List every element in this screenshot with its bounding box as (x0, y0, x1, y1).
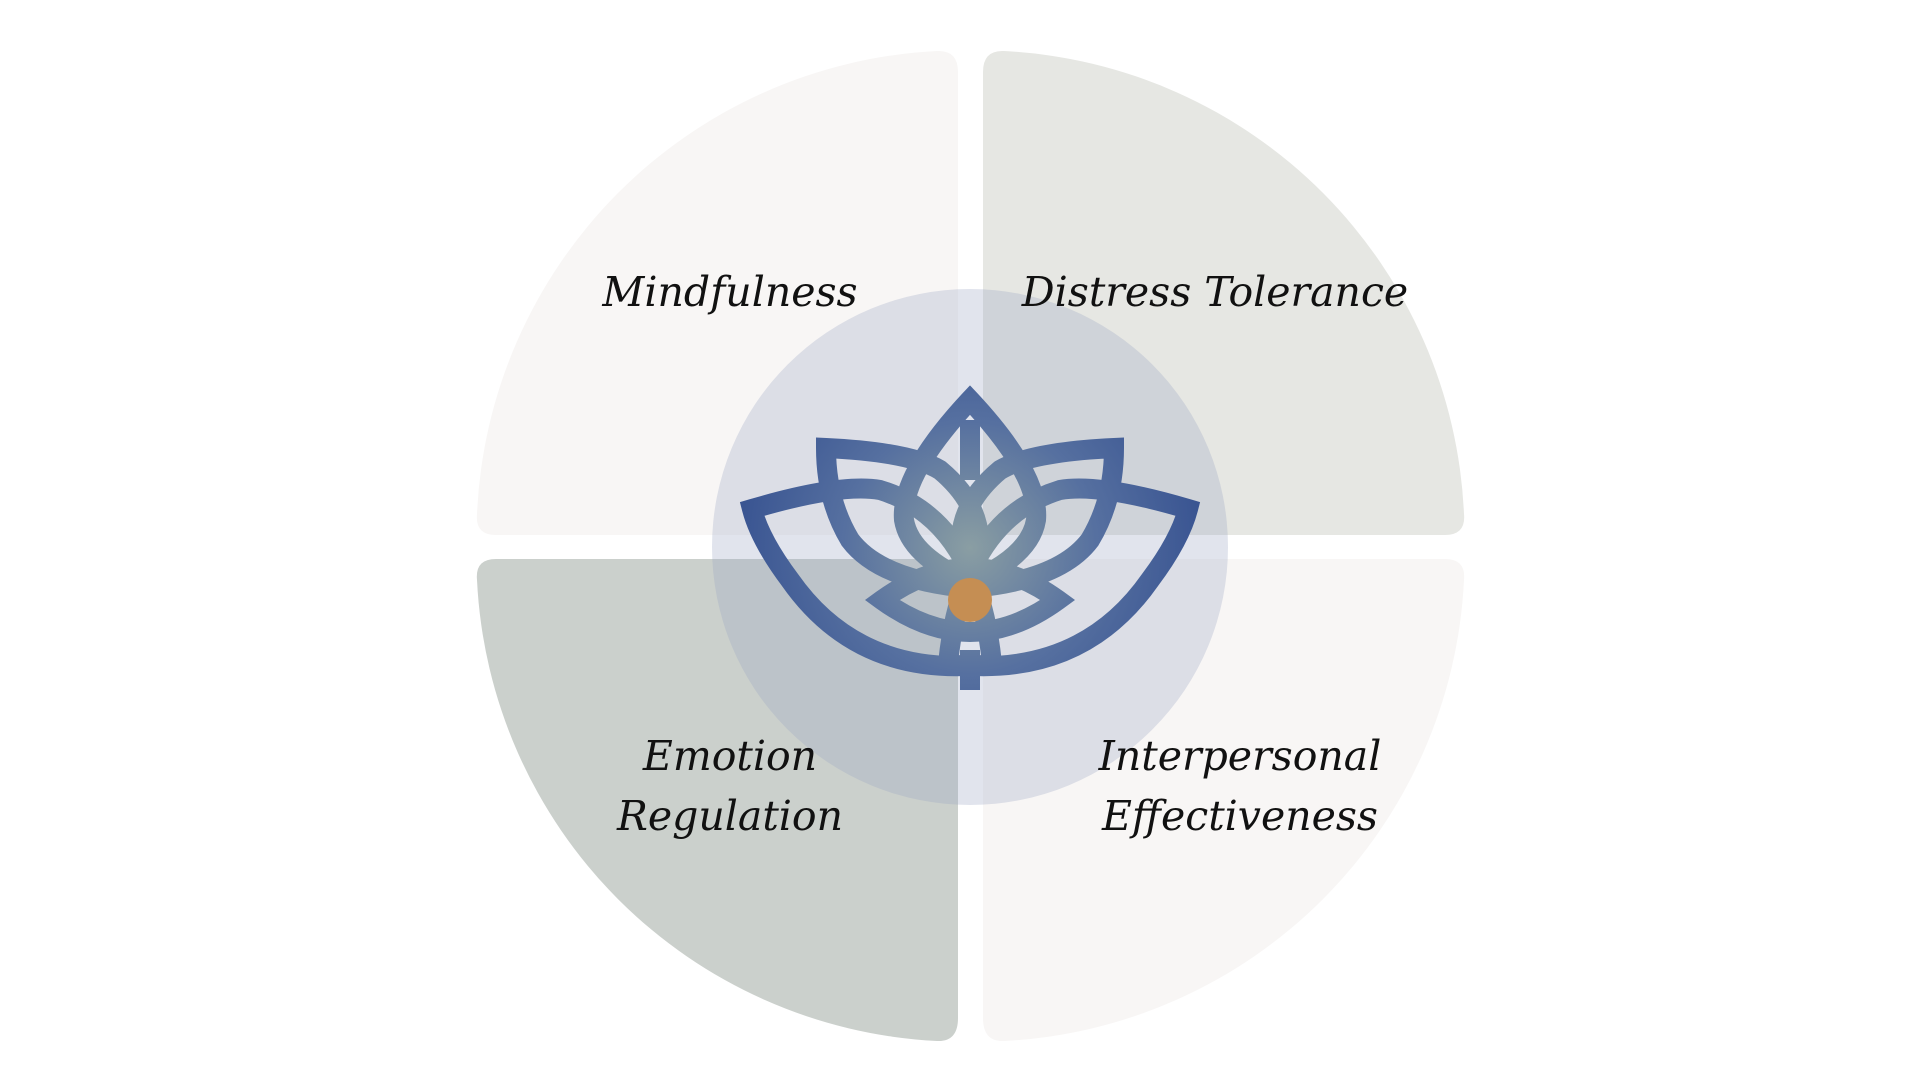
label-line: Mindfulness (602, 268, 858, 316)
label-interpersonal-effectiveness: Interpersonal Effectiveness (1060, 726, 1420, 846)
eye-outline-icon (864, 558, 1076, 642)
lotus-outer-petals-right-icon (937, 478, 1201, 677)
label-mindfulness: Mindfulness (560, 262, 900, 322)
quadrant-interpersonal-effectiveness (983, 559, 1465, 1042)
label-line: Emotion (642, 732, 818, 780)
quadrant-emotion-regulation (476, 559, 958, 1042)
label-line: Interpersonal (1098, 732, 1382, 780)
lotus-eye-icon (739, 385, 1201, 690)
label-emotion-regulation: Emotion Regulation (560, 726, 900, 846)
label-distress-tolerance: Distress Tolerance (1010, 262, 1420, 322)
quadrant-mindfulness (476, 50, 958, 536)
quadrant-distress-tolerance (983, 50, 1465, 536)
eye-pupil-icon (948, 578, 992, 622)
label-line: Effectiveness (1102, 792, 1378, 840)
label-line: Distress Tolerance (1021, 268, 1409, 316)
label-line: Regulation (616, 792, 844, 840)
